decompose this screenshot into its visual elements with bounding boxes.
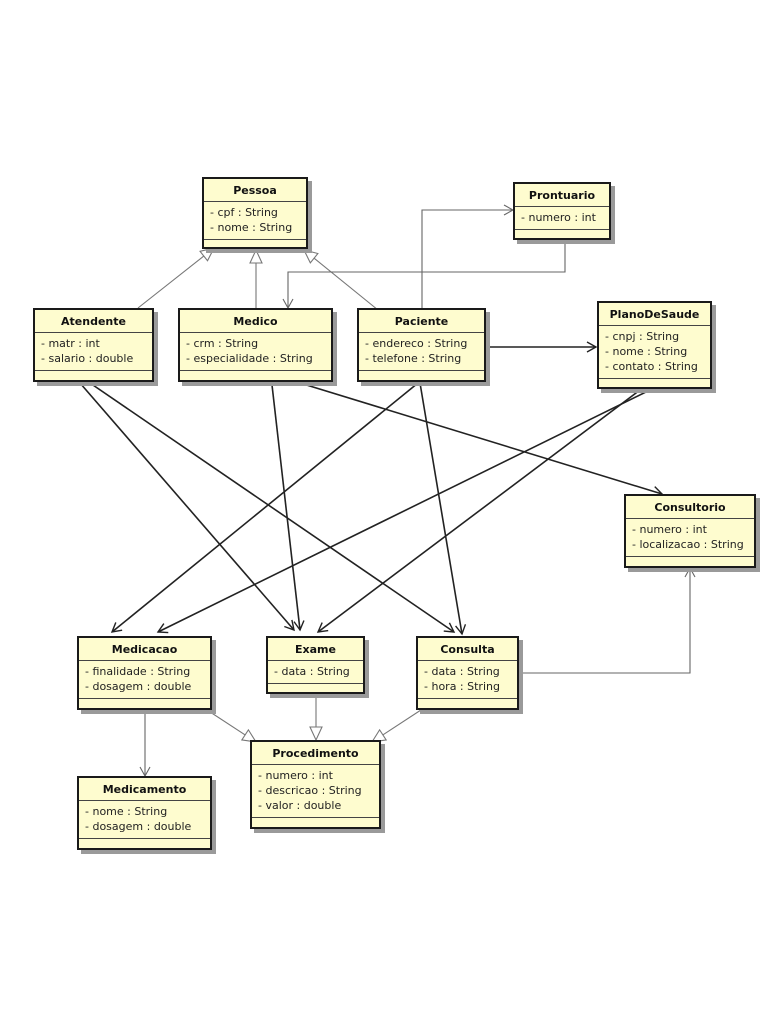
attribute: - data : String: [424, 665, 500, 678]
class-name: Medicamento: [79, 778, 210, 801]
class-name: Medico: [180, 310, 331, 333]
assoc-planodesaude-exame: [316, 389, 641, 633]
assoc-atendente-consulta: [89, 382, 456, 633]
class-consulta[interactable]: Consulta - data : String - hora : String: [416, 636, 519, 710]
operation-compartment: [268, 684, 363, 691]
assoc-paciente-consulta: [419, 382, 467, 636]
class-name: PlanoDeSaude: [599, 303, 710, 326]
assoc-paciente-medicacao: [110, 382, 419, 633]
class-name: Consulta: [418, 638, 517, 661]
thin-association-lines: [139, 204, 696, 778]
attribute: - endereco : String: [365, 337, 468, 350]
class-medicacao[interactable]: Medicacao - finalidade : String - dosage…: [77, 636, 212, 710]
attribute-list: - numero : int - descricao : String - va…: [252, 765, 379, 818]
class-medico[interactable]: Medico - crm : String - especialidade : …: [178, 308, 333, 382]
class-name: Medicacao: [79, 638, 210, 661]
attribute: - numero : int: [521, 211, 596, 224]
attribute: - data : String: [274, 665, 350, 678]
attribute: - descricao : String: [258, 784, 362, 797]
operation-compartment: [79, 699, 210, 706]
class-name: Procedimento: [252, 742, 379, 765]
operation-compartment: [35, 371, 152, 378]
generalization-lines: [137, 247, 425, 743]
attribute-list: - cpf : String - nome : String: [204, 202, 306, 240]
class-name: Exame: [268, 638, 363, 661]
attribute: - salario : double: [41, 352, 134, 365]
attribute: - cpf : String: [210, 206, 278, 219]
attribute-list: - numero : int - localizacao : String: [626, 519, 754, 557]
class-name: Atendente: [35, 310, 152, 333]
attribute: - finalidade : String: [85, 665, 191, 678]
attribute-list: - endereco : String - telefone : String: [359, 333, 484, 371]
class-planodesaude[interactable]: PlanoDeSaude - cnpj : String - nome : St…: [597, 301, 712, 389]
attribute: - cnpj : String: [605, 330, 680, 343]
assoc-planodesaude-medicacao: [156, 389, 651, 634]
operation-compartment: [204, 240, 306, 247]
attribute: - matr : int: [41, 337, 100, 350]
attribute: - crm : String: [186, 337, 259, 350]
attribute-list: - crm : String - especialidade : String: [180, 333, 331, 371]
operation-compartment: [180, 371, 331, 378]
attribute: - dosagem : double: [85, 820, 192, 833]
class-name: Consultorio: [626, 496, 754, 519]
attribute: - nome : String: [210, 221, 293, 234]
class-consultorio[interactable]: Consultorio - numero : int - localizacao…: [624, 494, 756, 568]
class-procedimento[interactable]: Procedimento - numero : int - descricao …: [250, 740, 381, 829]
operation-compartment: [359, 371, 484, 378]
assoc-medico-exame: [271, 384, 305, 632]
assoc-consulta-consultorio: [520, 566, 696, 674]
attribute: - localizacao : String: [632, 538, 744, 551]
class-name: Prontuario: [515, 184, 609, 207]
assoc-paciente-prontuario: [421, 204, 515, 310]
class-paciente[interactable]: Paciente - endereco : String - telefone …: [357, 308, 486, 382]
class-prontuario[interactable]: Prontuario - numero : int: [513, 182, 611, 240]
attribute: - dosagem : double: [85, 680, 192, 693]
operation-compartment: [599, 379, 710, 386]
attribute-list: - finalidade : String - dosagem : double: [79, 661, 210, 699]
class-medicamento[interactable]: Medicamento - nome : String - dosagem : …: [77, 776, 212, 850]
class-name: Paciente: [359, 310, 484, 333]
attribute: - nome : String: [605, 345, 688, 358]
thick-association-lines: [79, 341, 664, 636]
attribute: - numero : int: [632, 523, 707, 536]
attribute: - nome : String: [85, 805, 168, 818]
attribute: - numero : int: [258, 769, 333, 782]
attribute: - hora : String: [424, 680, 500, 693]
operation-compartment: [626, 557, 754, 564]
gen-medicacao-procedimento: [203, 707, 258, 743]
operation-compartment: [515, 230, 609, 237]
class-exame[interactable]: Exame - data : String: [266, 636, 365, 694]
attribute: - valor : double: [258, 799, 342, 812]
attribute-list: - matr : int - salario : double: [35, 333, 152, 371]
class-name: Pessoa: [204, 179, 306, 202]
assoc-prontuario-medico: [282, 240, 566, 310]
operation-compartment: [79, 839, 210, 846]
attribute: - especialidade : String: [186, 352, 313, 365]
gen-paciente-pessoa: [302, 249, 379, 311]
attribute-list: - data : String: [268, 661, 363, 684]
assoc-medico-consultorio: [299, 382, 664, 497]
attribute-list: - cnpj : String - nome : String - contat…: [599, 326, 710, 379]
class-pessoa[interactable]: Pessoa - cpf : String - nome : String: [202, 177, 308, 249]
operation-compartment: [252, 818, 379, 825]
gen-atendente-pessoa: [137, 247, 216, 309]
attribute: - telefone : String: [365, 352, 462, 365]
attribute-list: - data : String - hora : String: [418, 661, 517, 699]
gen-consulta-procedimento: [370, 707, 425, 743]
class-atendente[interactable]: Atendente - matr : int - salario : doubl…: [33, 308, 154, 382]
operation-compartment: [418, 699, 517, 706]
attribute: - contato : String: [605, 360, 698, 373]
attribute-list: - nome : String - dosagem : double: [79, 801, 210, 839]
assoc-atendente-exame: [79, 382, 295, 632]
attribute-list: - numero : int: [515, 207, 609, 230]
